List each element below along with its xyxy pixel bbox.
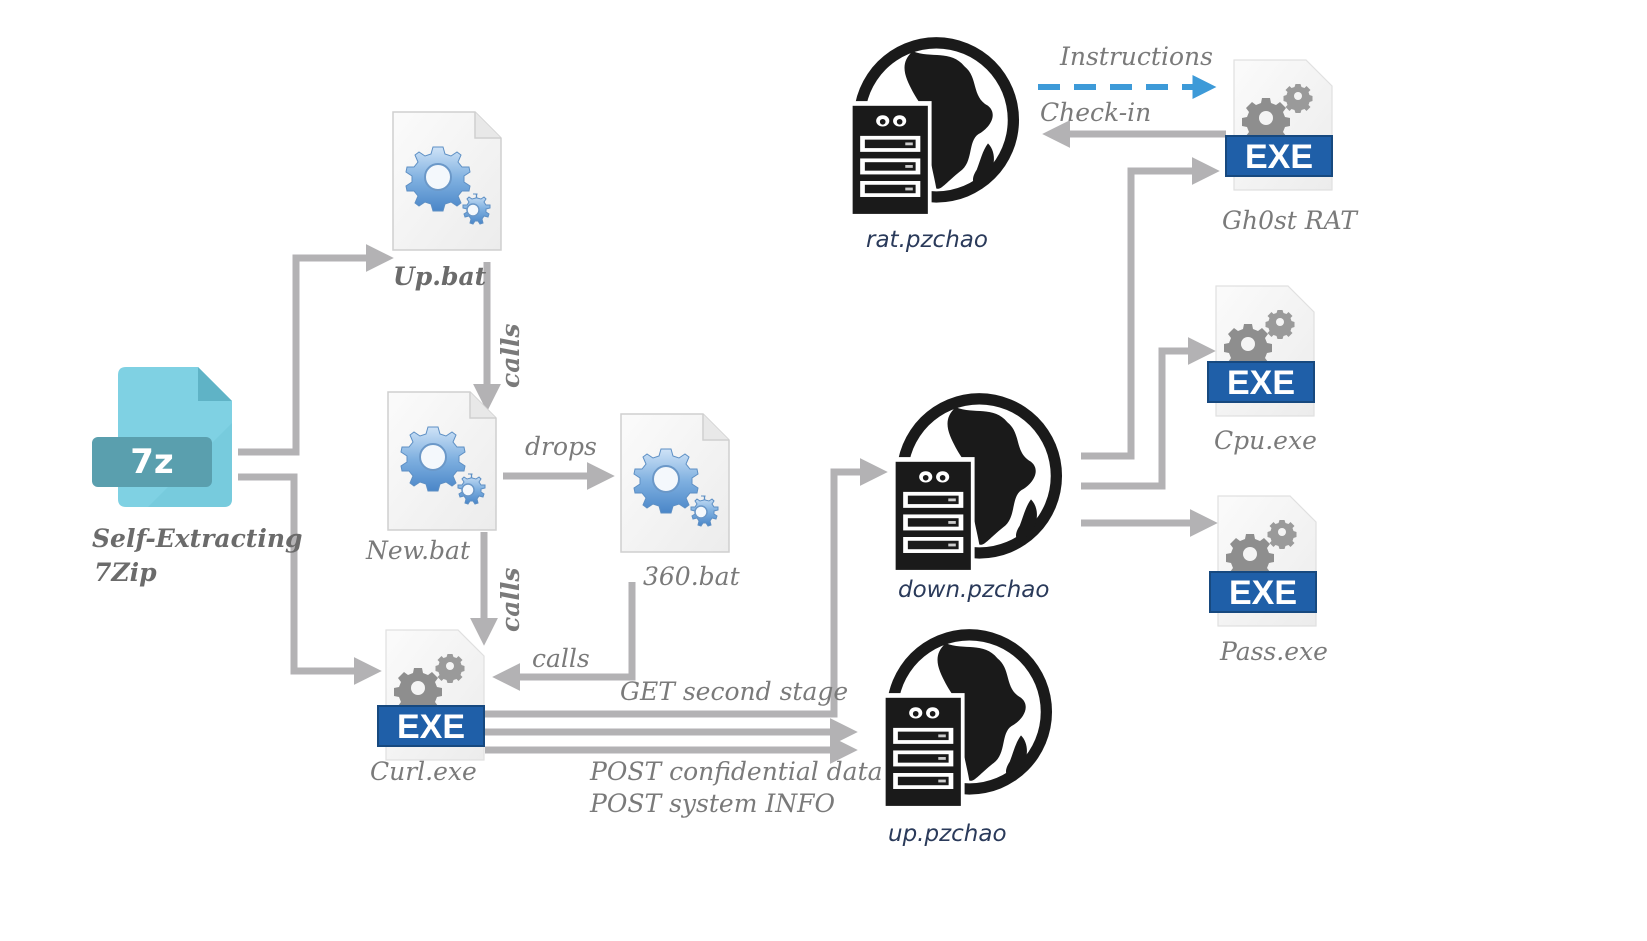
- down-server-icon: [890, 393, 1063, 575]
- curl-exe-icon: [378, 630, 484, 760]
- arrow-sfx-to-curl: [238, 473, 382, 685]
- edge-label-drops: drops: [525, 432, 597, 461]
- up-server-label: up.pzchao: [888, 821, 1007, 847]
- edge-label-get-second-stage: GET second stage: [620, 677, 849, 706]
- pass-exe-label: Pass.exe: [1220, 637, 1328, 666]
- cpu-exe-icon: [1208, 286, 1314, 416]
- arrow-down-server-to-cpu: [1081, 337, 1216, 490]
- 360-bat-icon: [621, 414, 729, 552]
- edge-label-post-confidential: POST confidential data: [590, 757, 883, 786]
- edge-label-post-system: POST system INFO: [590, 789, 835, 818]
- down-server-label: down.pzchao: [898, 577, 1050, 603]
- new-bat-label: New.bat: [366, 536, 471, 565]
- new-bat-icon: [388, 392, 496, 530]
- up-server-icon: [880, 629, 1053, 811]
- arrow-down-server-to-gh0st: [1081, 157, 1220, 460]
- gh0st-label: Gh0st RAT: [1222, 206, 1357, 235]
- rat-server-icon: [847, 37, 1020, 219]
- edge-label-360-calls-curl: calls: [532, 644, 590, 673]
- gh0st-exe-icon: [1226, 60, 1332, 190]
- cpu-exe-label: Cpu.exe: [1214, 426, 1317, 455]
- edge-label-instructions: Instructions: [1060, 42, 1213, 71]
- sfx-label-line2: 7Zip: [94, 558, 157, 587]
- 360-bat-label: 360.bat: [643, 562, 740, 591]
- up-bat-label: Up.bat: [393, 262, 487, 291]
- edge-label-up-calls-new: calls: [496, 323, 525, 389]
- arrow-sfx-to-up-bat: [238, 244, 394, 456]
- arrow-360-bat-to-curl: [492, 582, 636, 691]
- sfx-label-line1: Self-Extracting: [92, 524, 303, 553]
- arrow-curl-to-down-server: [485, 458, 888, 718]
- up-bat-icon: [393, 112, 501, 250]
- sfx-badge-text: 7z: [130, 442, 173, 482]
- pass-exe-icon: [1210, 496, 1316, 626]
- edge-label-checkin: Check-in: [1040, 98, 1152, 127]
- edge-label-new-calls-curl: calls: [496, 567, 525, 633]
- curl-exe-label: Curl.exe: [370, 757, 477, 786]
- sfx-archive-icon: 7z: [92, 367, 232, 507]
- rat-server-label: rat.pzchao: [866, 227, 988, 253]
